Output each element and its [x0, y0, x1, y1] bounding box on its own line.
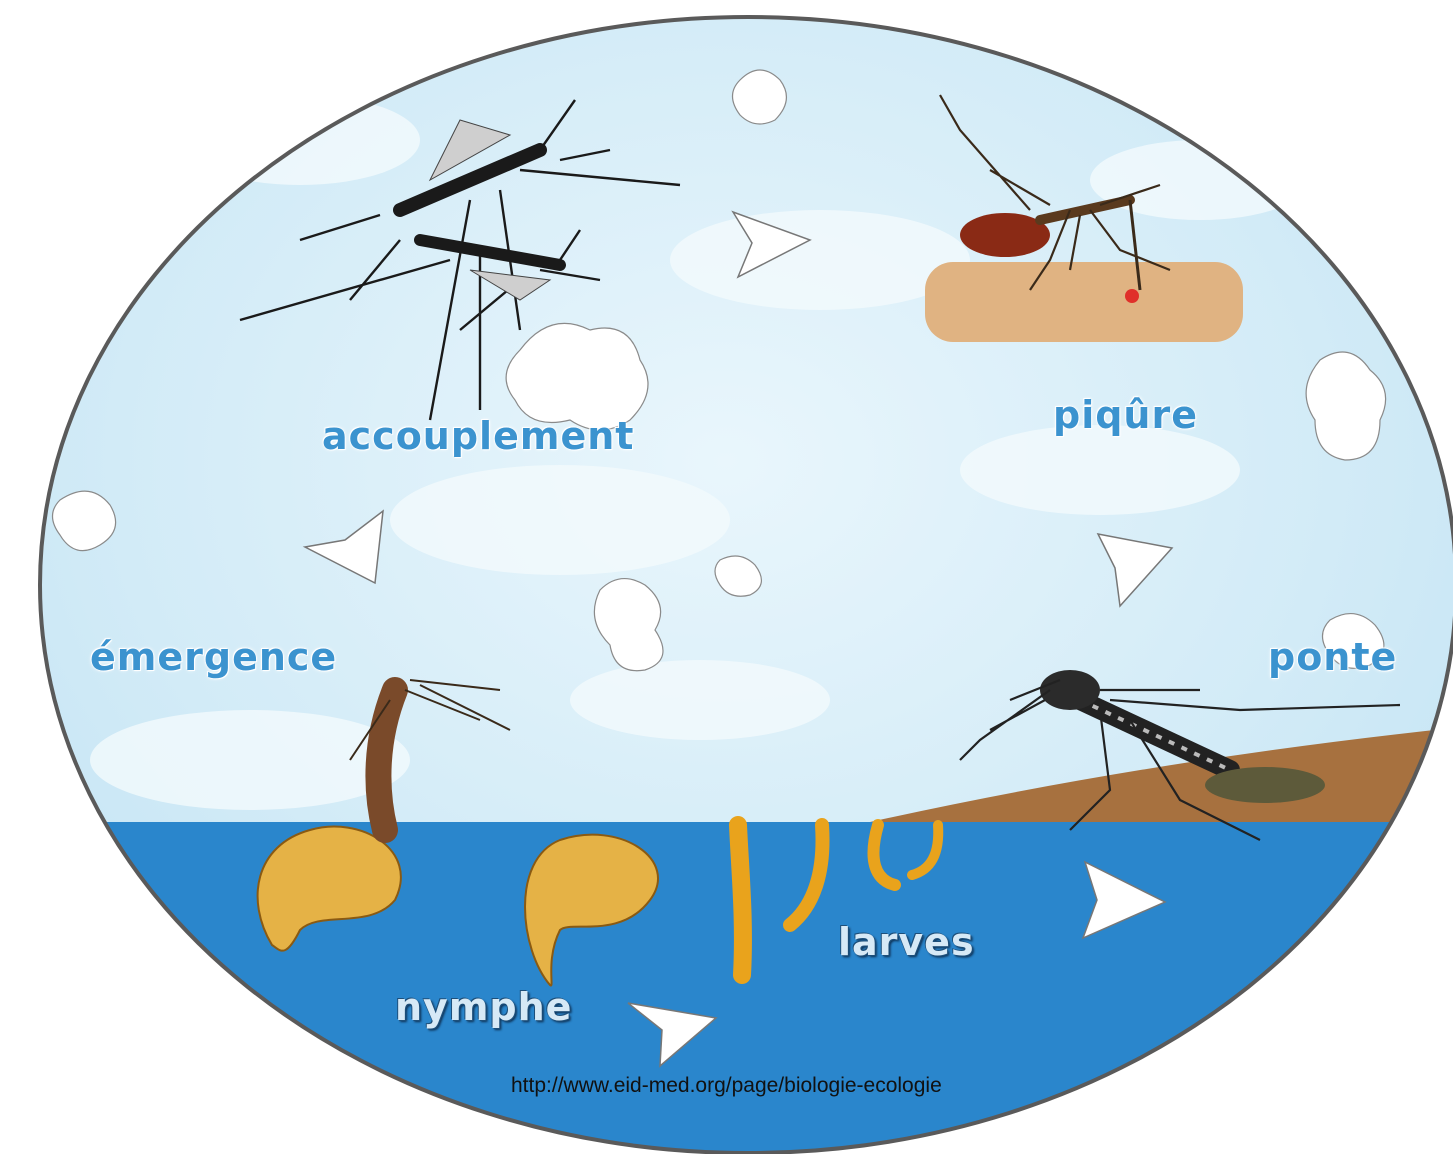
label-ponte: ponte: [1268, 635, 1397, 679]
label-emergence: émergence: [90, 635, 337, 679]
label-larves: larves: [838, 920, 975, 964]
label-accouplement: accouplement: [322, 414, 634, 458]
skin-patch: [925, 262, 1243, 342]
water-area: [0, 822, 1453, 1154]
label-nymphe: nymphe: [395, 985, 572, 1029]
label-piqure: piqûre: [1053, 393, 1198, 437]
source-url: http://www.eid-med.org/page/biologie-eco…: [511, 1074, 942, 1098]
